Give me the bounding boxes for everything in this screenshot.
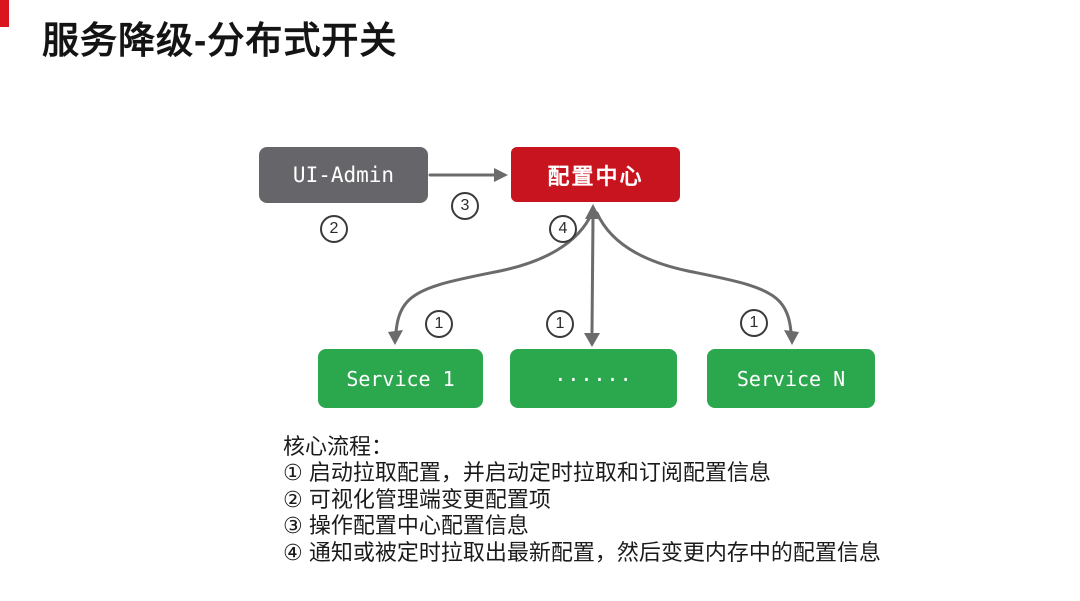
notes-heading: 核心流程： (283, 434, 394, 459)
arrow-config-to-serviceN (595, 211, 799, 345)
notes-step-2: ② 可视化管理端变更配置项 (283, 486, 551, 512)
notes-step-3: ③ 操作配置中心配置信息 (283, 513, 529, 539)
node-config-center-label: 配置中心 (547, 163, 644, 189)
arrow-admin-to-config (428, 168, 508, 182)
step-badge-1-middle: 1 (546, 310, 574, 338)
node-service-1-label: Service 1 (346, 366, 455, 391)
node-service-dots-label: ...... (554, 361, 633, 386)
step-badge-1-left: 1 (425, 310, 453, 338)
accent-bar (0, 0, 9, 27)
node-config-center: 配置中心 (511, 147, 680, 202)
step-badge-1-right: 1 (740, 309, 768, 337)
notes-block: 核心流程： ① 启动拉取配置，并启动定时拉取和订阅配置信息 ② 可视化管理端变更… (283, 434, 881, 566)
step-badge-3: 3 (451, 192, 479, 220)
notes-step-1: ① 启动拉取配置，并启动定时拉取和订阅配置信息 (283, 460, 771, 486)
node-service-n-label: Service N (736, 366, 846, 391)
page-title: 服务降级-分布式开关 (42, 20, 398, 61)
node-service-n: Service N (707, 349, 875, 408)
arrow-config-to-middle-service (584, 204, 601, 347)
node-service-1: Service 1 (318, 349, 483, 408)
node-service-dots: ...... (510, 349, 677, 408)
node-ui-admin-label: UI-Admin (292, 163, 395, 187)
notes-step-4: ④ 通知或被定时拉取出最新配置，然后变更内存中的配置信息 (283, 539, 881, 565)
node-ui-admin: UI-Admin (259, 147, 428, 203)
step-badge-4: 4 (549, 215, 577, 243)
step-badge-2: 2 (320, 215, 348, 243)
